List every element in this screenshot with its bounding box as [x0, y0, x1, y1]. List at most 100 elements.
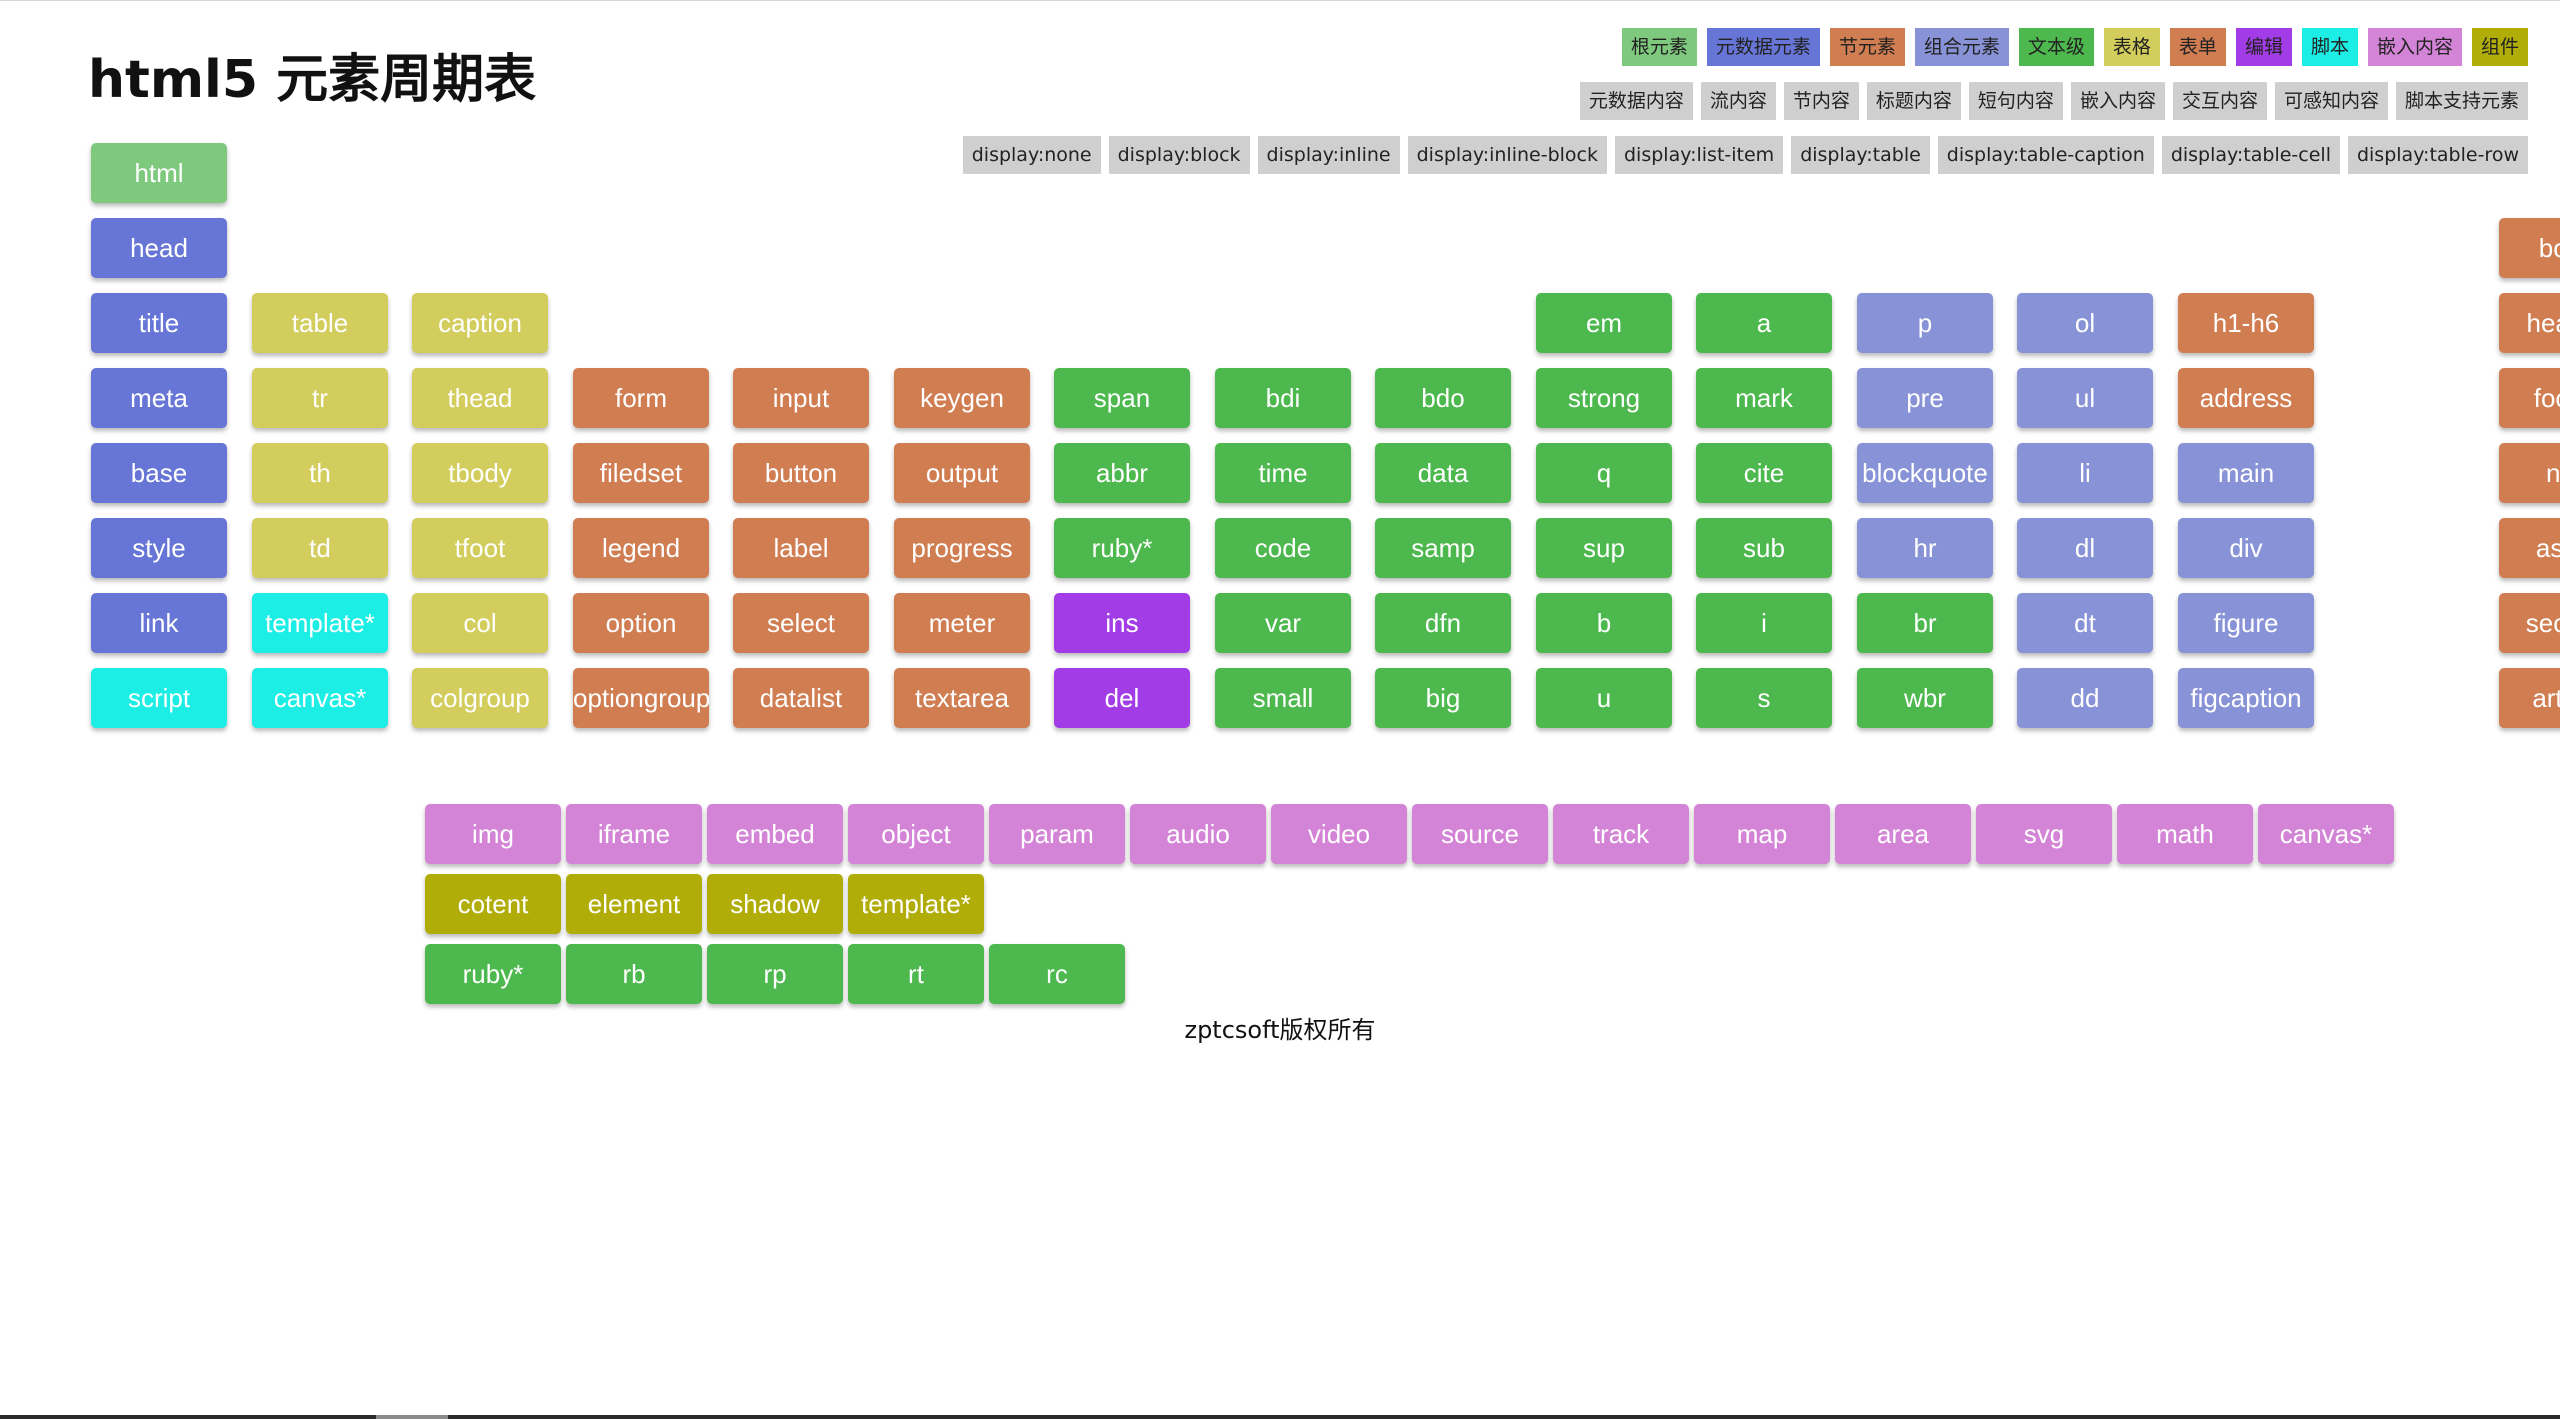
legend-chip[interactable]: 表格 — [2103, 28, 2160, 66]
display-type-chip[interactable]: display:table-caption — [1937, 136, 2154, 174]
element-tile[interactable]: form — [573, 368, 709, 428]
display-type-chip[interactable]: display:list-item — [1615, 136, 1784, 174]
element-tile[interactable]: ol — [2017, 293, 2153, 353]
element-tile[interactable]: tfoot — [412, 518, 548, 578]
element-tile[interactable]: style — [91, 518, 227, 578]
display-type-chip[interactable]: display:inline-block — [1407, 136, 1607, 174]
element-tile[interactable]: p — [1857, 293, 1993, 353]
extra-element-tile[interactable]: template* — [848, 874, 984, 934]
extra-element-tile[interactable]: param — [989, 804, 1125, 864]
element-tile[interactable]: datalist — [733, 668, 869, 728]
element-tile[interactable]: blockquote — [1857, 443, 1993, 503]
element-tile[interactable]: time — [1215, 443, 1351, 503]
element-tile[interactable]: div — [2178, 518, 2314, 578]
element-tile[interactable]: table — [252, 293, 388, 353]
element-tile[interactable]: article — [2499, 668, 2560, 728]
element-tile[interactable]: b — [1536, 593, 1672, 653]
element-tile[interactable]: filedset — [573, 443, 709, 503]
content-category-chip[interactable]: 脚本支持元素 — [2395, 82, 2528, 120]
element-tile[interactable]: title — [91, 293, 227, 353]
display-type-chip[interactable]: display:block — [1108, 136, 1250, 174]
legend-chip[interactable]: 嵌入内容 — [2367, 28, 2462, 66]
extra-element-tile[interactable]: rb — [566, 944, 702, 1004]
content-category-chip[interactable]: 流内容 — [1700, 82, 1776, 120]
extra-element-tile[interactable]: embed — [707, 804, 843, 864]
extra-element-tile[interactable]: cotent — [425, 874, 561, 934]
element-tile[interactable]: code — [1215, 518, 1351, 578]
element-tile[interactable]: samp — [1375, 518, 1511, 578]
element-tile[interactable]: colgroup — [412, 668, 548, 728]
legend-chip[interactable]: 编辑 — [2235, 28, 2292, 66]
element-tile[interactable]: i — [1696, 593, 1832, 653]
legend-chip[interactable]: 组件 — [2471, 28, 2528, 66]
element-tile[interactable]: u — [1536, 668, 1672, 728]
element-tile[interactable]: head — [91, 218, 227, 278]
extra-element-tile[interactable]: audio — [1130, 804, 1266, 864]
content-category-chip[interactable]: 短句内容 — [1968, 82, 2063, 120]
extra-element-tile[interactable]: iframe — [566, 804, 702, 864]
element-tile[interactable]: sub — [1696, 518, 1832, 578]
element-tile[interactable]: link — [91, 593, 227, 653]
element-tile[interactable]: header — [2499, 293, 2560, 353]
legend-chip[interactable]: 表单 — [2169, 28, 2226, 66]
element-tile[interactable]: q — [1536, 443, 1672, 503]
element-tile[interactable]: caption — [412, 293, 548, 353]
element-tile[interactable]: body — [2499, 218, 2560, 278]
extra-element-tile[interactable]: object — [848, 804, 984, 864]
element-tile[interactable]: del — [1054, 668, 1190, 728]
element-tile[interactable]: keygen — [894, 368, 1030, 428]
extra-element-tile[interactable]: rc — [989, 944, 1125, 1004]
extra-element-tile[interactable]: math — [2117, 804, 2253, 864]
element-tile[interactable]: button — [733, 443, 869, 503]
element-tile[interactable]: optiongroup — [573, 668, 709, 728]
element-tile[interactable]: canvas* — [252, 668, 388, 728]
element-tile[interactable]: col — [412, 593, 548, 653]
element-tile[interactable]: pre — [1857, 368, 1993, 428]
extra-element-tile[interactable]: rp — [707, 944, 843, 1004]
content-category-chip[interactable]: 可感知内容 — [2274, 82, 2388, 120]
legend-chip[interactable]: 脚本 — [2301, 28, 2358, 66]
display-type-chip[interactable]: display:table-cell — [2161, 136, 2340, 174]
element-tile[interactable]: thead — [412, 368, 548, 428]
legend-chip[interactable]: 节元素 — [1829, 28, 1905, 66]
legend-chip[interactable]: 组合元素 — [1914, 28, 2009, 66]
content-category-chip[interactable]: 嵌入内容 — [2070, 82, 2165, 120]
element-tile[interactable]: tr — [252, 368, 388, 428]
element-tile[interactable]: option — [573, 593, 709, 653]
element-tile[interactable]: figcaption — [2178, 668, 2314, 728]
extra-element-tile[interactable]: source — [1412, 804, 1548, 864]
element-tile[interactable]: big — [1375, 668, 1511, 728]
extra-element-tile[interactable]: shadow — [707, 874, 843, 934]
extra-element-tile[interactable]: element — [566, 874, 702, 934]
display-type-chip[interactable]: display:table-row — [2347, 136, 2528, 174]
element-tile[interactable]: script — [91, 668, 227, 728]
element-tile[interactable]: td — [252, 518, 388, 578]
element-tile[interactable]: meta — [91, 368, 227, 428]
element-tile[interactable]: var — [1215, 593, 1351, 653]
element-tile[interactable]: base — [91, 443, 227, 503]
element-tile[interactable]: aside — [2499, 518, 2560, 578]
extra-element-tile[interactable]: video — [1271, 804, 1407, 864]
element-tile[interactable]: dd — [2017, 668, 2153, 728]
element-tile[interactable]: s — [1696, 668, 1832, 728]
content-category-chip[interactable]: 元数据内容 — [1579, 82, 1693, 120]
element-tile[interactable]: output — [894, 443, 1030, 503]
extra-element-tile[interactable]: canvas* — [2258, 804, 2394, 864]
element-tile[interactable]: input — [733, 368, 869, 428]
extra-element-tile[interactable]: img — [425, 804, 561, 864]
element-tile[interactable]: th — [252, 443, 388, 503]
element-tile[interactable]: figure — [2178, 593, 2314, 653]
horizontal-scrollbar[interactable] — [0, 1415, 2560, 1419]
element-tile[interactable]: tbody — [412, 443, 548, 503]
extra-element-tile[interactable]: svg — [1976, 804, 2112, 864]
element-tile[interactable]: template* — [252, 593, 388, 653]
element-tile[interactable]: mark — [1696, 368, 1832, 428]
display-type-chip[interactable]: display:none — [962, 136, 1101, 174]
extra-element-tile[interactable]: track — [1553, 804, 1689, 864]
element-tile[interactable]: a — [1696, 293, 1832, 353]
element-tile[interactable]: address — [2178, 368, 2314, 428]
content-category-chip[interactable]: 交互内容 — [2172, 82, 2267, 120]
element-tile[interactable]: dfn — [1375, 593, 1511, 653]
element-tile[interactable]: dl — [2017, 518, 2153, 578]
element-tile[interactable]: hr — [1857, 518, 1993, 578]
